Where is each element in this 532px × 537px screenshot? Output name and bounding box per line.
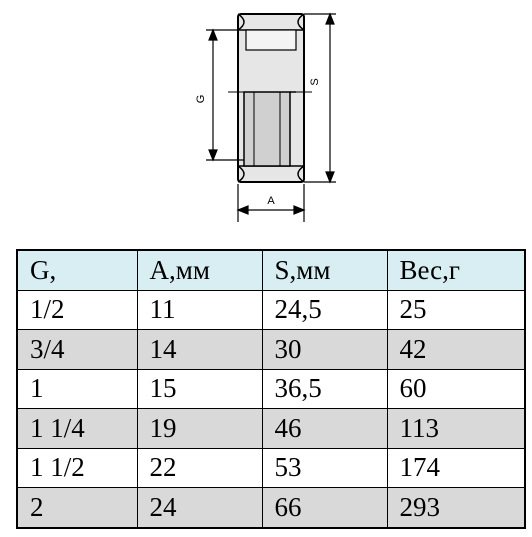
header-s: S,мм bbox=[261, 249, 388, 291]
table-row: 1/2 11 24,5 25 bbox=[16, 289, 526, 330]
cell-weight: 60 bbox=[386, 368, 526, 409]
table-row: 1 1/2 22 53 174 bbox=[16, 447, 526, 488]
cell-g: 1/2 bbox=[16, 289, 138, 330]
cell-s: 30 bbox=[261, 329, 388, 370]
label-a: A bbox=[267, 195, 275, 207]
header-weight: Вес,г bbox=[386, 249, 526, 291]
cell-weight: 42 bbox=[386, 329, 526, 370]
cell-s: 53 bbox=[261, 447, 388, 488]
table-row: 3/4 14 30 42 bbox=[16, 329, 526, 370]
cell-a: 22 bbox=[136, 447, 263, 488]
cell-weight: 293 bbox=[386, 487, 526, 528]
cell-a: 19 bbox=[136, 408, 263, 449]
cell-a: 24 bbox=[136, 487, 263, 528]
table-row: 1 1/4 19 46 113 bbox=[16, 408, 526, 449]
dimension-a bbox=[236, 184, 306, 222]
label-s: S bbox=[309, 78, 321, 85]
cell-weight: 174 bbox=[386, 447, 526, 488]
thread-bore bbox=[243, 91, 296, 167]
table-header-row: G, А,мм S,мм Вес,г bbox=[16, 249, 526, 291]
table-row: 2 24 66 293 bbox=[16, 487, 526, 528]
cell-g: 2 bbox=[16, 487, 138, 528]
nut-technical-drawing: G S A bbox=[195, 12, 336, 222]
cell-s: 36,5 bbox=[261, 368, 388, 409]
cell-s: 46 bbox=[261, 408, 388, 449]
cell-g: 1 bbox=[16, 368, 138, 409]
cell-weight: 113 bbox=[386, 408, 526, 449]
cell-g: 1 1/4 bbox=[16, 408, 138, 449]
cell-s: 66 bbox=[261, 487, 388, 528]
cell-a: 14 bbox=[136, 329, 263, 370]
dimension-g bbox=[206, 28, 244, 162]
cell-weight: 25 bbox=[386, 289, 526, 330]
cell-g: 1 1/2 bbox=[16, 447, 138, 488]
header-a: А,мм bbox=[136, 249, 263, 291]
table-row: 1 15 36,5 60 bbox=[16, 368, 526, 409]
cell-s: 24,5 bbox=[261, 289, 388, 330]
cell-g: 3/4 bbox=[16, 329, 138, 370]
spec-table: G, А,мм S,мм Вес,г 1/2 11 24,5 25 3/4 14… bbox=[16, 249, 526, 529]
label-g: G bbox=[195, 95, 207, 104]
cell-a: 15 bbox=[136, 368, 263, 409]
nut-top-section bbox=[245, 29, 297, 51]
cell-a: 11 bbox=[136, 289, 263, 330]
header-g: G, bbox=[16, 249, 138, 291]
dimension-s bbox=[304, 12, 336, 184]
